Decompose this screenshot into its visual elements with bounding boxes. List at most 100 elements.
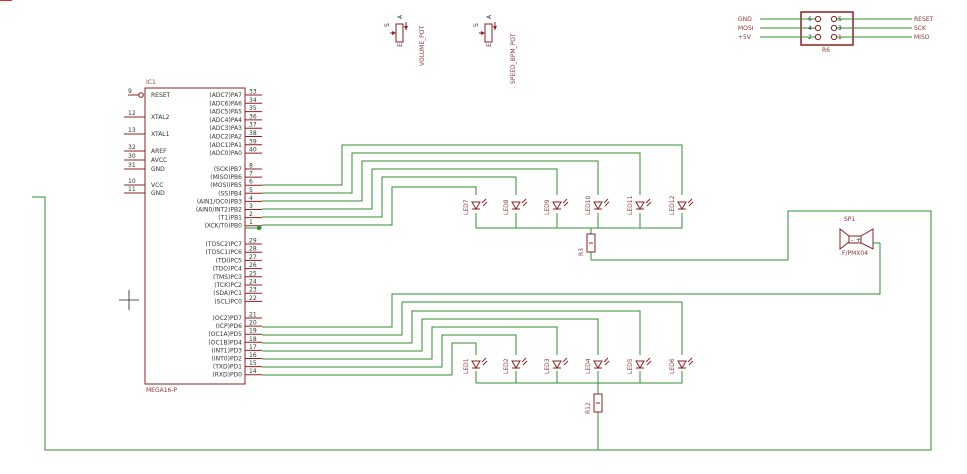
resistor-r12[interactable]: R12 (585, 393, 603, 414)
ic1-pin-label: (ADC0)PA0 (209, 150, 242, 157)
volume-pot[interactable]: S A E VOLUME_POT (384, 14, 426, 66)
ic1-pin-label: XTAL1 (151, 131, 170, 138)
ic1[interactable]: IC1 MEGA16-P 9RESET12XTAL213XTAL132AREF3… (124, 79, 262, 394)
ic1-pin-number: 31 (128, 162, 136, 169)
ic1-pin-label: (INT1)PD3 (212, 347, 243, 354)
ic1-pin-number: 36 (249, 113, 257, 120)
led-led1[interactable]: LED1 (463, 357, 488, 374)
svg-text:S: S (384, 23, 391, 27)
ic1-pin-label: (ADC6)PA6 (209, 100, 242, 107)
ic1-pin-number: 34 (249, 97, 257, 104)
speed-bpm-pot[interactable]: S A E SPEED_BPM_POT (473, 14, 517, 84)
bottom-led-wires (262, 243, 881, 450)
ic1-pin-label: (TDO)PC4 (213, 266, 242, 273)
ic1-pin-number: 24 (249, 279, 257, 286)
ic1-pin-label: (OC2)PD7 (213, 315, 243, 322)
ic1-pin-number: 14 (249, 368, 257, 375)
led-led8[interactable]: LED8 (503, 198, 528, 215)
ic1-pin-number: 7 (249, 171, 253, 178)
led-led11[interactable]: LED11 (627, 195, 652, 215)
ic1-pin-number: 1 (249, 219, 253, 226)
header-gnd: GND (738, 16, 752, 23)
ic1-pin-label: (TMS)PC3 (213, 274, 242, 281)
ic1-pin-label: (TCK)PC2 (214, 282, 242, 289)
led-led10[interactable]: LED10 (585, 195, 610, 215)
ic1-pin-label: (INT0)PD2 (212, 356, 243, 363)
ic1-left-pins: 9RESET12XTAL213XTAL132AREF30AVCC31GND10V… (124, 88, 171, 197)
led-label: LED8 (503, 199, 510, 215)
ic1-pin-number: 11 (128, 186, 136, 193)
led-led6[interactable]: LED6 (669, 357, 694, 374)
led-led7[interactable]: LED7 (463, 198, 488, 215)
led-label: LED11 (627, 195, 634, 215)
ic1-name: IC1 (146, 79, 156, 86)
r3-label: R3 (578, 248, 585, 256)
ic1-pin-label: VCC (151, 182, 163, 189)
led-label: LED4 (585, 358, 592, 374)
ic1-pin-label: (AIN0/INT2)PB2 (196, 207, 242, 214)
ic1-pin-number: 5 (249, 187, 253, 194)
led-label: LED3 (544, 358, 551, 374)
ic1-pin-label: (TDI)PC5 (216, 257, 243, 264)
ic1-pin-label: (SCL)PC0 (214, 298, 242, 305)
ic1-pin-label: (RXD)PD0 (212, 372, 242, 379)
isp-header-r6[interactable]: 6 4 2 5 3 1 GND MOSI +5V RESET SCK MISO … (738, 11, 934, 54)
ic1-pin-label: (OC1B)PD4 (208, 339, 242, 346)
ic1-pin-number: 37 (249, 122, 257, 129)
ic1-pin-number: 21 (249, 312, 257, 319)
led-led2[interactable]: LED2 (503, 357, 528, 374)
ic1-pin-number: 16 (249, 352, 257, 359)
speed-bpm-pot-label: SPEED_BPM_POT (510, 33, 517, 84)
ic1-pin-label: (T1)PB1 (218, 215, 242, 222)
led-label: LED9 (544, 199, 551, 215)
led-led4[interactable]: LED4 (585, 357, 610, 374)
speaker-name: SP1 (844, 216, 855, 223)
volume-pot-label: VOLUME_POT (419, 26, 426, 66)
ic1-pin-label: (ICP)PD6 (216, 323, 242, 330)
led-label: LED7 (463, 199, 470, 215)
header-mosi: MOSI (738, 25, 754, 32)
r12-label: R12 (585, 402, 592, 414)
ic1-pin-number: 17 (249, 344, 257, 351)
led-label: LED6 (669, 358, 676, 374)
header-sck: SCK (914, 25, 927, 32)
reset-pin-inversion (138, 92, 144, 98)
led-label: LED2 (503, 358, 510, 374)
ic1-pin-label: (ADC7)PA7 (209, 92, 242, 99)
ic1-pin-label: GND (151, 190, 165, 197)
speaker-part: F/PMX04 (842, 250, 868, 257)
led-row-bottom: LED1 LED2 LED3 LED4 LED5 LED6 (463, 357, 694, 374)
ic1-pin-number: 8 (249, 163, 253, 170)
ic1-pin-label: (MISO)PB6 (210, 174, 242, 181)
ic1-pin-label: (ADC3)PA3 (209, 125, 242, 132)
ic1-pin-label: (TOSC2)PC7 (205, 241, 242, 248)
led-led5[interactable]: LED5 (627, 357, 652, 374)
crosshair-cursor-icon (119, 290, 139, 310)
ic1-pin-number: 39 (249, 138, 257, 145)
svg-text:E: E (397, 43, 404, 47)
ic1-pin-label: (ADC1)PA1 (209, 142, 242, 149)
ic1-pin-label: (AIN1/OC0)PB3 (197, 198, 242, 205)
header-reset: RESET (914, 16, 934, 23)
ic1-pin-label: (ADC2)PA2 (209, 134, 242, 141)
ic1-pin-number: 40 (249, 147, 257, 154)
ic1-pin-number: 25 (249, 270, 257, 277)
resistor-r3[interactable]: R3 (578, 233, 596, 256)
ic1-pin-label: (SDA)PC1 (213, 290, 242, 297)
svg-text:A: A (397, 14, 404, 19)
speaker-sp1[interactable]: SP1 - + F/PMX04 (839, 216, 880, 257)
led-row-top: LED7 LED8 LED9 LED10 LED11 LED12 (463, 195, 694, 215)
ic1-pin-label: (MOSI)PB5 (210, 182, 242, 189)
led-label: LED10 (585, 195, 592, 215)
ic1-pin-number: 27 (249, 254, 257, 261)
led-led9[interactable]: LED9 (544, 198, 569, 215)
ic1-pin-label: (ADC5)PA5 (209, 109, 242, 116)
svg-text:+: + (856, 237, 861, 244)
led-led12[interactable]: LED12 (669, 195, 694, 215)
ic1-part: MEGA16-P (146, 387, 178, 394)
ic1-pin-number: 29 (249, 238, 257, 245)
led-led3[interactable]: LED3 (544, 357, 569, 374)
ic1-pin-number: 23 (249, 287, 257, 294)
ic1-pin-label: XTAL2 (151, 114, 170, 121)
